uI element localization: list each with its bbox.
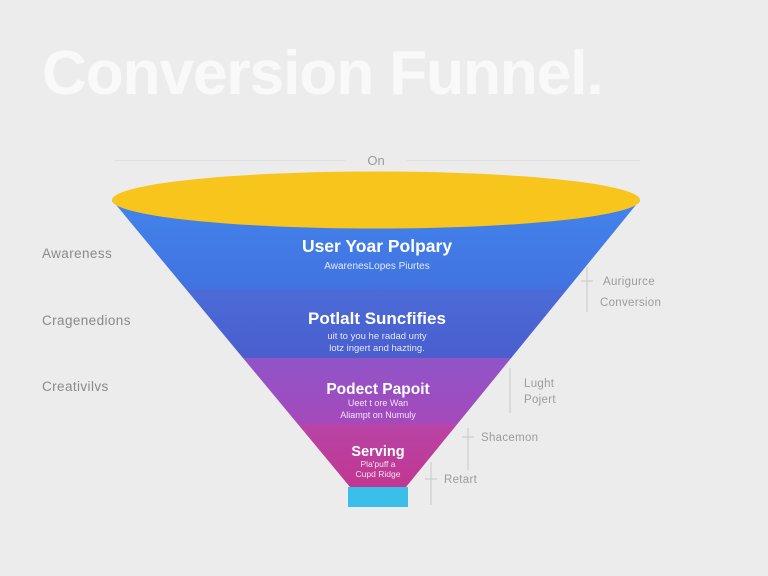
annotation-audience-label: Aurigurce xyxy=(603,276,655,288)
segment-3-subtitle-line1: Ueet t ore Wan xyxy=(348,398,408,408)
segment-4-subtitle-line2: Cupd Ridge xyxy=(356,469,401,479)
annotation-light-label-line2: Pojert xyxy=(524,394,556,406)
annotation-light-pojert: Lught Pojert xyxy=(509,368,556,413)
stage-label-creativilvs: Creativilvs xyxy=(42,379,109,394)
annotation-light-label-line1: Lught xyxy=(524,378,555,390)
segment-4-subtitle-line1: Pla'puff a xyxy=(360,459,395,469)
funnel-spout xyxy=(348,487,408,507)
segment-2-title: Potlalt Suncfifies xyxy=(308,309,446,328)
page-title: Conversion Funnel. xyxy=(42,39,604,108)
segment-2-subtitle-line1: uit to you he radad unty xyxy=(327,331,427,342)
annotation-shacemon-label: Shacemon xyxy=(481,432,538,444)
stage-label-cragenedions: Cragenedions xyxy=(42,313,131,328)
funnel-mouth xyxy=(112,171,640,229)
segment-2-subtitle-line2: lotz ingert and hazting. xyxy=(329,343,425,354)
stage-label-awareness: Awareness xyxy=(42,246,113,261)
annotation-conversion-label: Conversion xyxy=(600,297,661,309)
annotation-retart: Retart xyxy=(425,462,478,505)
annotation-shacemon: Shacemon xyxy=(462,428,538,470)
segment-4-title: Serving xyxy=(351,444,404,460)
segment-1-title: User Yoar Polpary xyxy=(302,236,452,256)
annotation-retart-label: Retart xyxy=(444,474,478,486)
divider-label: On xyxy=(345,153,407,168)
segment-3-subtitle-line2: Aliampt on Numuly xyxy=(340,410,416,420)
annotation-audience-conversion: Aurigurce Conversion xyxy=(581,267,661,312)
segment-1-subtitle: AwarenesLopes Piurtes xyxy=(324,261,429,272)
segment-3-title: Podect Papoit xyxy=(326,381,429,398)
